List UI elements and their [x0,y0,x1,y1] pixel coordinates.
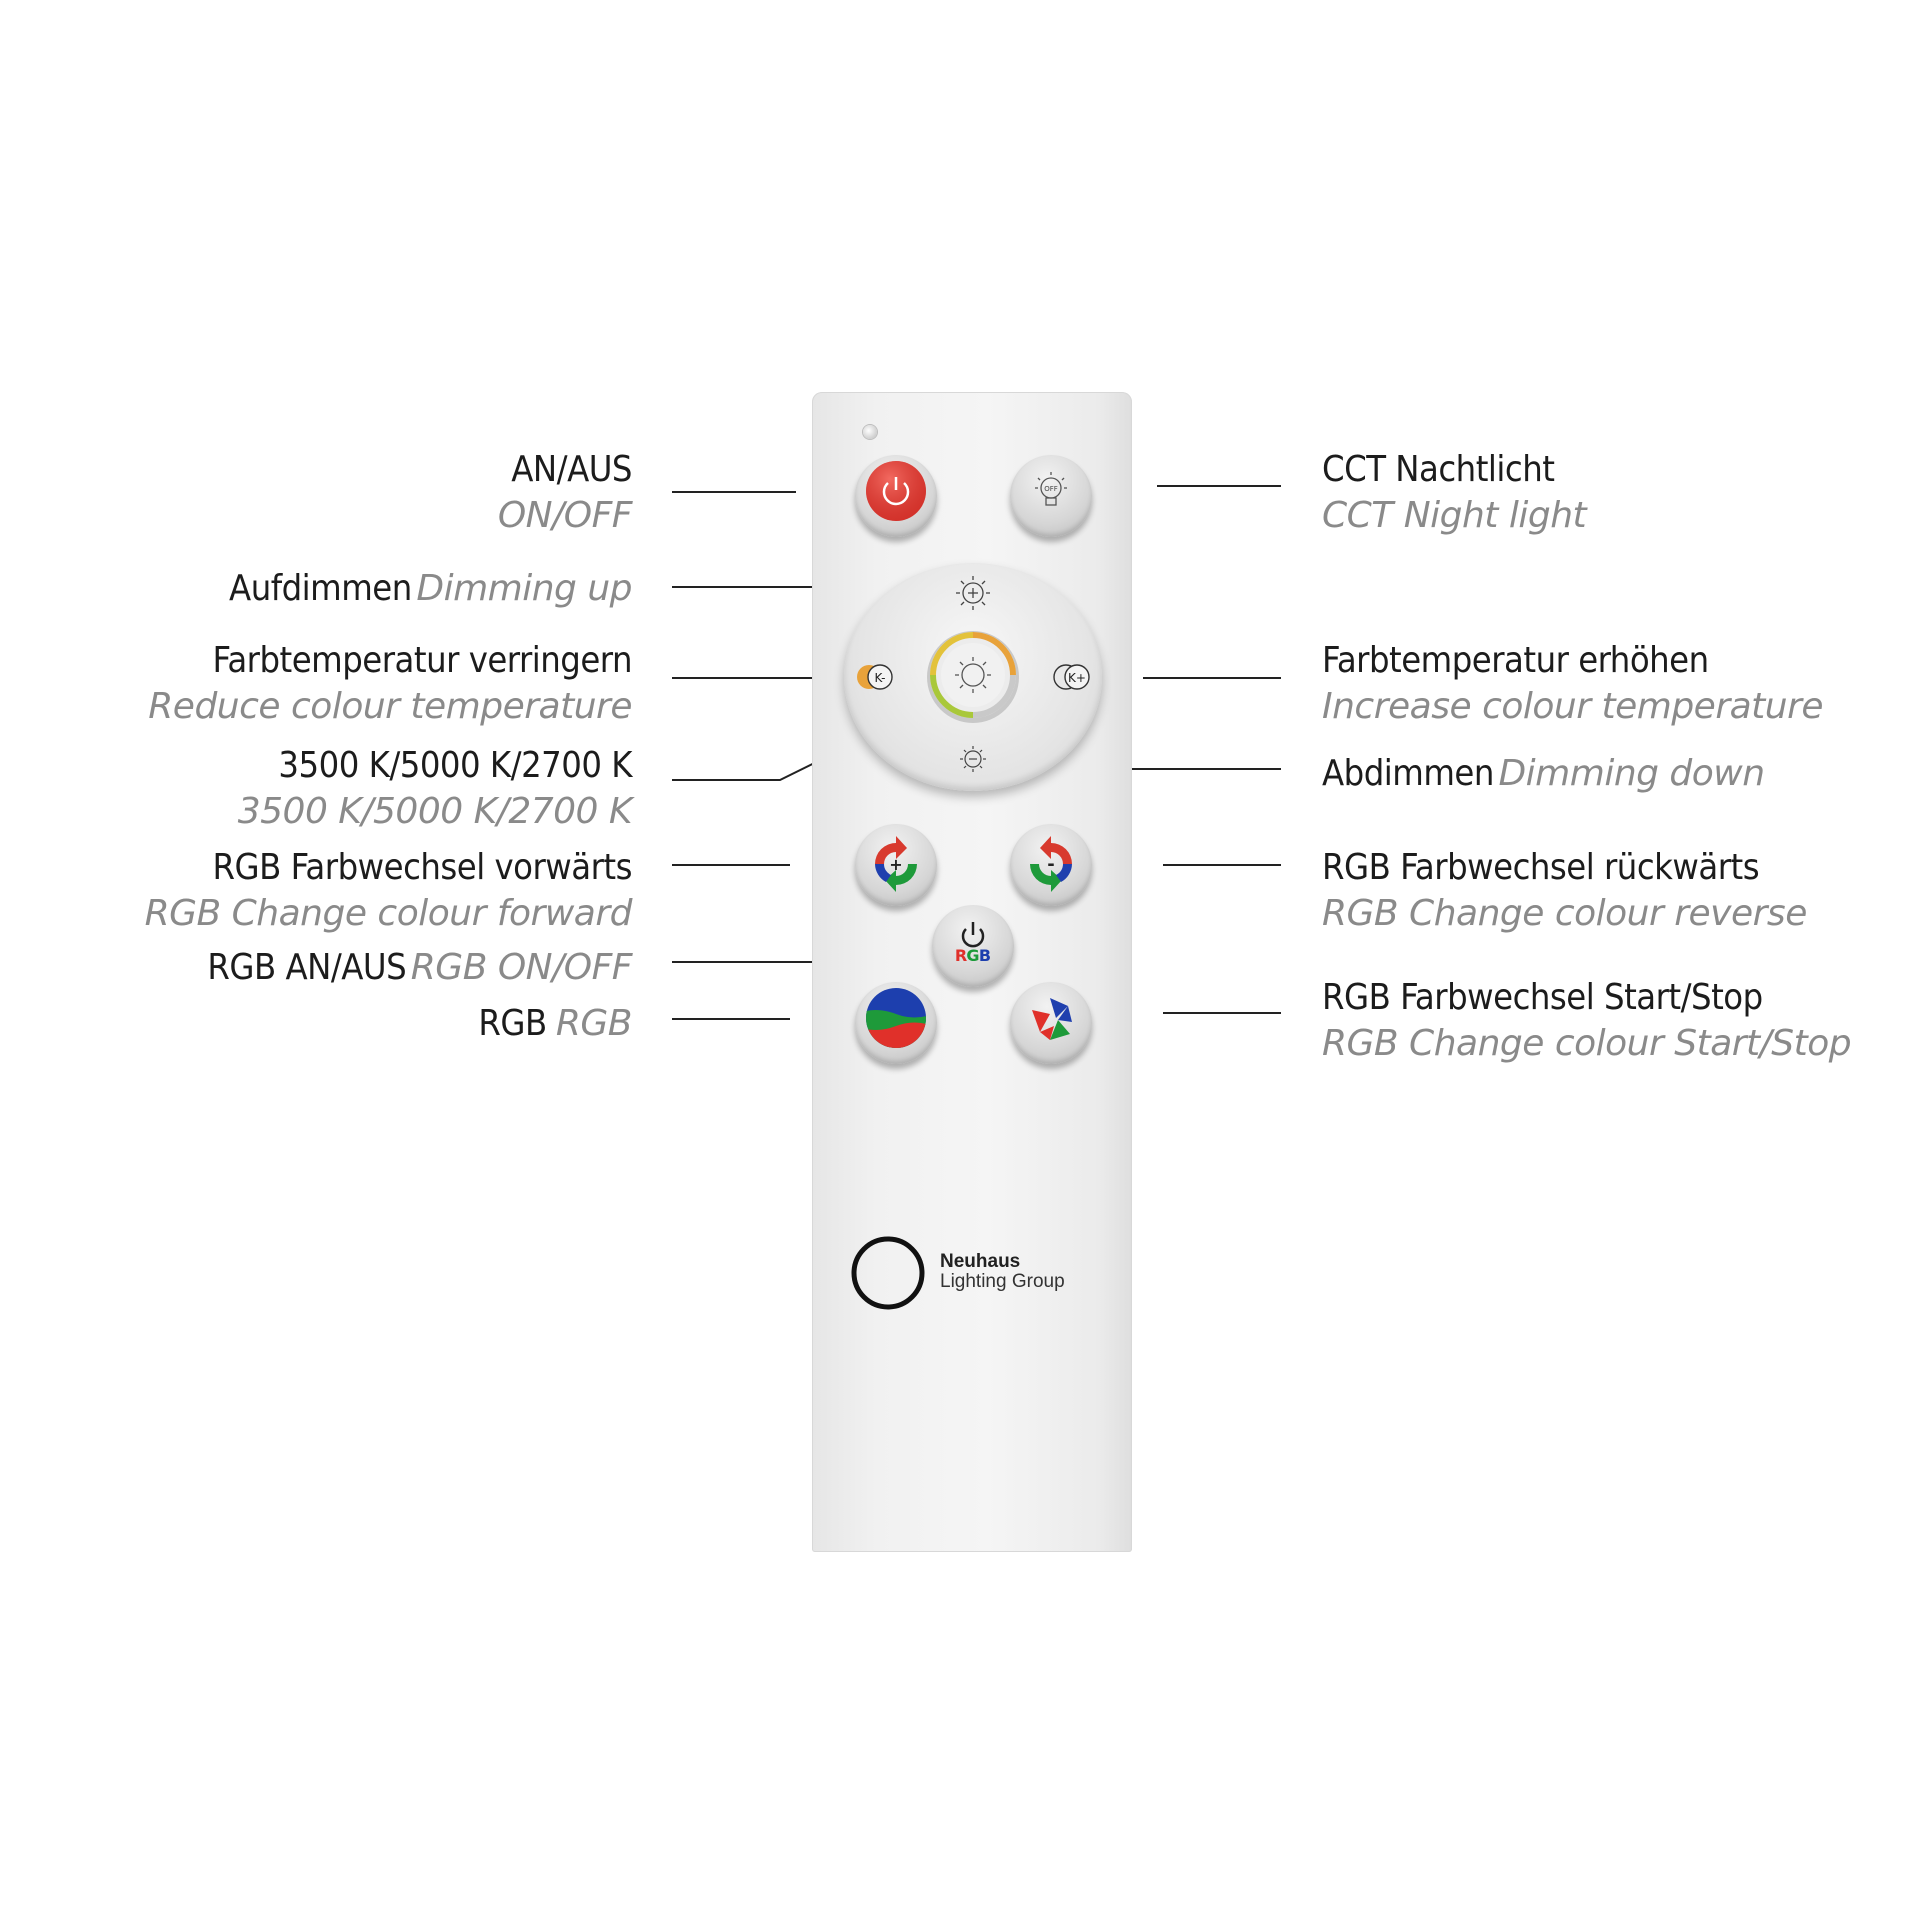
night-light-button[interactable]: OFF [1010,455,1092,537]
sun-icon [955,657,991,693]
label-dimming-down: Abdimmen Dimming down [1322,753,1765,794]
k-minus-text: K- [875,671,886,685]
rgb-b-text: B [979,946,991,965]
off-text: OFF [1044,485,1058,493]
bulb-off-icon: OFF [1035,472,1067,506]
k-plus-text: K+ [1068,671,1086,685]
connector-rgb-forward [672,864,790,866]
label-rgb-start-stop: RGB Farbwechsel Start/Stop RGB Change co… [1322,977,1852,1064]
connector-rgb-start-stop [1163,1012,1281,1014]
rgb-r-text: R [955,946,967,965]
label-reduce-colour-temperature: Farbtemperatur verringern Reduce colour … [148,640,632,727]
connector-rgb-on-off [672,961,904,963]
brand-line-2: Lighting Group [940,1270,1065,1292]
label-cct-night-light: CCT Nachtlicht CCT Night light [1322,449,1587,536]
rgb-start-stop-button[interactable] [1010,982,1092,1064]
label-cct-values: 3500 K/5000 K/2700 K 3500 K/5000 K/2700 … [237,745,633,832]
svg-text:-: - [1047,854,1054,875]
label-rgb-reverse: RGB Farbwechsel rückwärts RGB Change col… [1322,847,1807,934]
connector-dimming-down [1033,768,1281,770]
connector-rgb-reverse [1163,864,1281,866]
brand-line-1: Neuhaus [940,1251,1021,1272]
label-rgb-on-off: RGB AN/AUS RGB ON/OFF [207,947,632,988]
brand-ring-logo [851,1236,925,1310]
dim-down-icon[interactable] [960,746,986,772]
connector-cct-night [1157,485,1281,487]
rgb-on-off-button[interactable]: R G B [932,905,1014,987]
connector-rgb [672,1018,790,1020]
label-rgb: RGB RGB [478,1003,632,1044]
rgb-colour-button[interactable] [855,982,937,1064]
cct-center-button[interactable] [927,631,1019,723]
connector-reduce-temp [672,677,812,679]
dimming-colour-cluster: K- K+ [844,563,1102,791]
rgb-shuffle-icon [1032,998,1072,1040]
svg-text:+: + [889,855,902,874]
k-plus-icon[interactable]: K+ [1053,664,1090,690]
dim-up-icon[interactable] [956,576,990,610]
connector-increase-temp [1143,677,1281,679]
rgb-forward-button[interactable]: + [855,824,937,906]
connector-dimming-up [672,586,924,588]
brand-name: Neuhaus Lighting Group [940,1252,1065,1292]
label-increase-colour-temperature: Farbtemperatur erhöhen Increase colour t… [1322,640,1824,727]
rgb-reverse-button[interactable]: - [1010,824,1092,906]
rgb-cycle-minus-icon: - [1030,836,1072,892]
k-minus-icon[interactable]: K- [857,664,893,690]
connector-on-off [672,491,796,493]
rgb-colour-disc-icon [866,988,926,1048]
power-button[interactable] [855,455,937,537]
rgb-power-icon: R G B [955,922,991,965]
label-on-off: AN/AUS ON/OFF [497,449,633,536]
label-rgb-forward: RGB Farbwechsel vorwärts RGB Change colo… [144,847,633,934]
rgb-g-text: G [966,946,979,965]
indicator-led [863,425,877,439]
rgb-cycle-plus-icon: + [875,836,917,892]
label-dimming-up: Aufdimmen Dimming up [229,568,632,609]
power-icon [866,461,926,521]
